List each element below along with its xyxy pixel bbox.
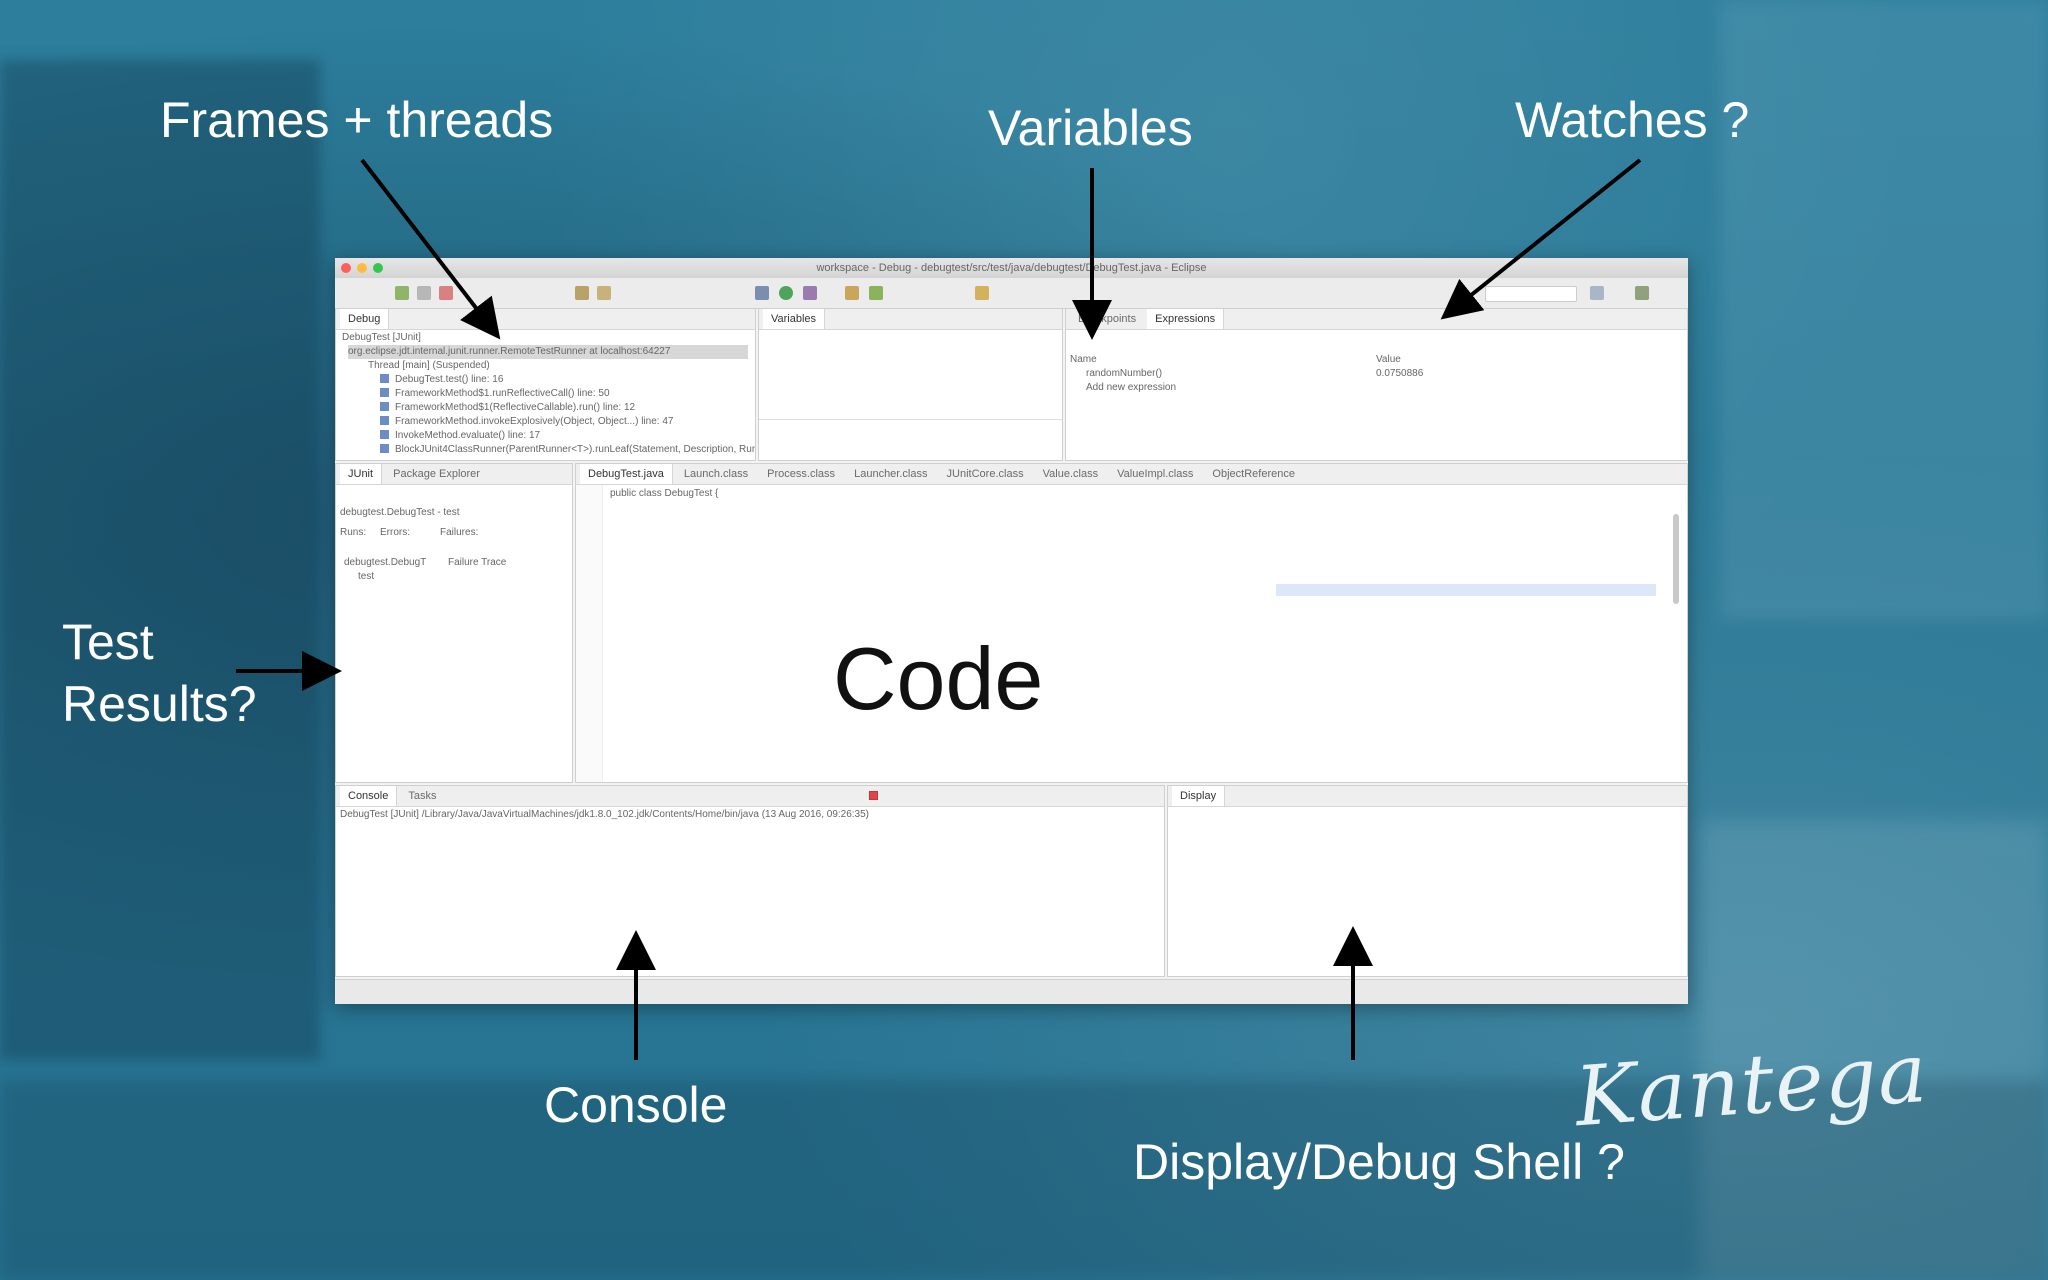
expression-row[interactable]: randomNumber() (1086, 368, 1163, 379)
background-cabinet-left (0, 60, 320, 1060)
display-view: Display (1167, 785, 1688, 977)
frames-arrow (360, 158, 501, 340)
junit-errors-label: Errors: (380, 527, 410, 538)
tab-tasks[interactable]: Tasks (408, 790, 437, 802)
junit-view: JUnit Package Explorer debugtest.DebugTe… (335, 463, 573, 783)
tab-variables[interactable]: Variables (763, 309, 826, 329)
step-into-icon[interactable] (575, 286, 589, 300)
window-title: workspace - Debug - debugtest/src/test/j… (816, 262, 1207, 274)
new-package-icon[interactable] (845, 286, 859, 300)
console-label: Console (544, 1077, 728, 1133)
stack-frame-icon (380, 374, 389, 383)
junit-failures-label: Failures: (440, 527, 479, 538)
step-over-icon[interactable] (597, 286, 611, 300)
junit-run-name: debugtest.DebugTest - test (340, 507, 460, 518)
resume-icon[interactable] (395, 286, 409, 300)
display-debug-shell-label: Display/Debug Shell ? (1133, 1134, 1625, 1190)
stack-frame-icon (380, 402, 389, 411)
variables-detail-divider (759, 419, 1062, 420)
stack-frame[interactable]: BlockJUnit4ClassRunner(ParentRunner<T>).… (380, 443, 755, 457)
frames-threads-label: Frames + threads (160, 92, 554, 148)
expressions-col-name: Name (1070, 354, 1097, 365)
watches-arrow (1440, 158, 1642, 320)
stack-frame-icon (380, 444, 389, 453)
terminate-console-icon[interactable] (869, 791, 878, 800)
junit-test[interactable]: test (358, 571, 375, 582)
stack-frame-icon (380, 430, 389, 439)
background-window-right (1720, 0, 2048, 620)
external-tools-icon[interactable] (803, 286, 817, 300)
close-window-icon[interactable] (341, 263, 351, 273)
failure-trace-label: Failure Trace (448, 557, 507, 568)
variables-view: Variables (758, 308, 1063, 461)
perspective-debug-icon[interactable] (1635, 286, 1649, 300)
tab-display[interactable]: Display (1172, 786, 1226, 806)
tab-objectreference[interactable]: ObjectReference (1212, 468, 1295, 480)
junit-runs-label: Runs: (340, 527, 367, 538)
console-output: DebugTest [JUnit] /Library/Java/JavaVirt… (340, 809, 870, 820)
stack-frame[interactable]: FrameworkMethod$1.runReflectiveCall() li… (380, 387, 610, 401)
new-class-icon[interactable] (869, 286, 883, 300)
editor-scrollbar[interactable] (1673, 514, 1679, 604)
watches-label: Watches ? (1515, 92, 1750, 148)
editor-gutter (576, 485, 603, 782)
code-editor[interactable]: DebugTest.java Launch.class Process.clas… (575, 463, 1688, 783)
tab-valueimpl-class[interactable]: ValueImpl.class (1117, 468, 1194, 480)
debug-runner[interactable]: org.eclipse.jdt.internal.junit.runner.Re… (348, 345, 748, 359)
quick-access-field[interactable] (1485, 286, 1577, 302)
stack-frame[interactable]: FrameworkMethod$1(ReflectiveCallable).ru… (380, 401, 635, 415)
debug-launch[interactable]: DebugTest [JUnit] (342, 332, 421, 343)
tab-debug[interactable]: Debug (340, 309, 390, 329)
terminate-icon[interactable] (439, 286, 453, 300)
suspend-icon[interactable] (417, 286, 431, 300)
expressions-col-value: Value (1376, 354, 1401, 365)
tab-process-class[interactable]: Process.class (767, 468, 836, 480)
expressions-view: Breakpoints Expressions Name Value rando… (1065, 308, 1688, 461)
tab-expressions[interactable]: Expressions (1147, 309, 1225, 329)
status-bar (335, 979, 1688, 1004)
editor-first-line: public class DebugTest { (610, 488, 719, 499)
console-view: Console Tasks DebugTest [JUnit] /Library… (335, 785, 1165, 977)
add-new-expression[interactable]: Add new expression (1086, 382, 1177, 393)
tab-debugtest-java[interactable]: DebugTest.java (580, 464, 673, 484)
test-results-label-line2: Results? (62, 676, 257, 732)
stack-frame-icon (380, 416, 389, 425)
tab-junitcore-class[interactable]: JUnitCore.class (946, 468, 1024, 480)
stack-frame-icon (380, 388, 389, 397)
perspective-java-icon[interactable] (1590, 286, 1604, 300)
stack-frame[interactable]: DebugTest.test() line: 16 (380, 373, 503, 387)
debug-thread[interactable]: Thread [main] (Suspended) (368, 360, 490, 371)
test-results-label-line1: Test (62, 614, 154, 670)
tab-junit[interactable]: JUnit (340, 464, 383, 484)
tab-package-explorer[interactable]: Package Explorer (393, 468, 480, 480)
code-label: Code (833, 629, 1044, 728)
variables-label: Variables (988, 100, 1193, 156)
tab-launch-class[interactable]: Launch.class (683, 468, 749, 480)
maximize-window-icon[interactable] (373, 263, 383, 273)
junit-suite[interactable]: debugtest.DebugT (344, 557, 427, 568)
background-floor (0, 1080, 2048, 1280)
run-icon[interactable] (779, 286, 793, 300)
tab-value-class[interactable]: Value.class (1042, 468, 1099, 480)
stack-frame[interactable]: InvokeMethod.evaluate() line: 17 (380, 429, 540, 443)
minimize-window-icon[interactable] (357, 263, 367, 273)
search-icon[interactable] (975, 286, 989, 300)
tab-launcher-class[interactable]: Launcher.class (854, 468, 928, 480)
debug-run-icon[interactable] (755, 286, 769, 300)
debug-view: Debug DebugTest [JUnit] org.eclipse.jdt.… (335, 308, 756, 461)
expression-value: 0.0750886 (1376, 368, 1424, 379)
stack-frame[interactable]: FrameworkMethod.invokeExplosively(Object… (380, 415, 673, 429)
background-desk (1700, 820, 2048, 1280)
eclipse-screenshot: workspace - Debug - debugtest/src/test/j… (335, 258, 1688, 1004)
tab-console[interactable]: Console (340, 786, 398, 806)
editor-current-line (1276, 584, 1656, 596)
